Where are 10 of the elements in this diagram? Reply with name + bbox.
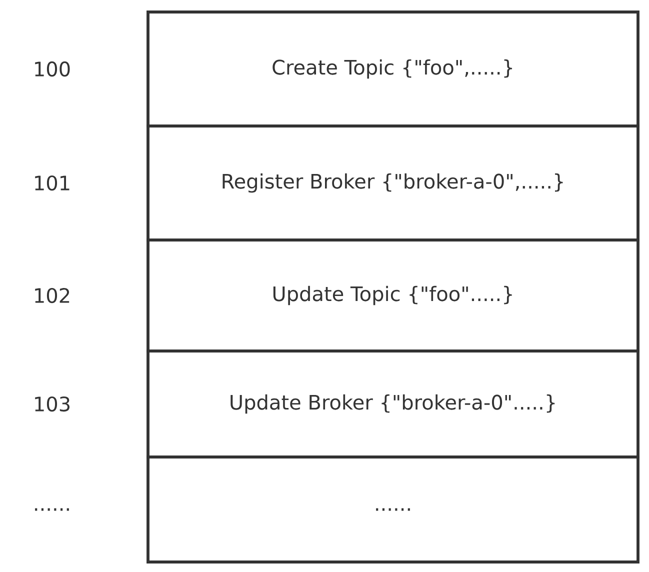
record-row: Register Broker {"broker-a-0",.....} [146, 124, 640, 242]
record-row: Create Topic {"foo",.....} [146, 10, 640, 128]
offset-number: 102 [35, 288, 70, 304]
record-row: ...... [146, 456, 640, 564]
record-row: Update Broker {"broker-a-0".....} [146, 350, 640, 458]
offset-number: 101 [35, 175, 70, 191]
offset-number: 103 [35, 396, 70, 412]
offset-number: 100 [35, 61, 70, 77]
offset-number: ...... [35, 508, 69, 511]
record-row: Update Topic {"foo".....} [146, 238, 640, 352]
